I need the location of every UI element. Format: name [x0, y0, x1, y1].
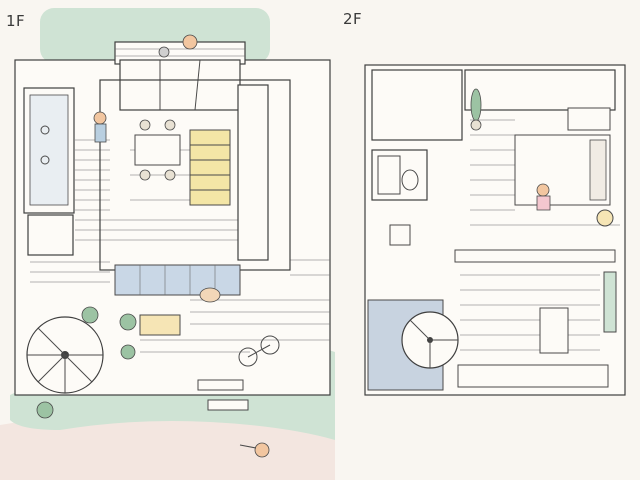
bathtub-icon: [371, 149, 428, 201]
first-floor-plan: [0, 8, 335, 480]
floor-label-2f: 2F: [343, 10, 363, 28]
stair-railing: [454, 249, 616, 263]
low-shelf: [457, 364, 609, 388]
floor-label-1f: 1F: [6, 12, 26, 30]
room-top-center: [464, 69, 616, 111]
front-deck: [114, 41, 246, 65]
bicycle-icon: [238, 335, 280, 367]
side-counter: [237, 84, 269, 261]
floorboards: [460, 119, 620, 351]
low-table: [139, 314, 181, 336]
dining-table-icon: [134, 119, 181, 181]
person-figure-icon: [239, 442, 270, 458]
plant-icon: [470, 88, 482, 131]
person-figure-icon: [93, 111, 107, 143]
floor-lamp: [596, 209, 614, 227]
spiral-staircase-icon: [26, 316, 104, 394]
stepping-stone: [207, 399, 249, 411]
spiral-staircase-icon: [401, 311, 459, 369]
bookshelf-icon: [189, 129, 231, 206]
kitchen-counter: [23, 87, 75, 256]
bed-icon: [514, 134, 611, 206]
entrance-steps: [119, 59, 241, 111]
person-figure-icon: [158, 34, 198, 58]
room-top-left: [371, 69, 463, 141]
toilet-icon: [401, 169, 419, 191]
second-floor-plan: [364, 64, 626, 396]
desk: [539, 307, 569, 354]
tiled-hallway: [114, 264, 241, 296]
dog-icon: [199, 287, 221, 303]
sand-ground: [0, 413, 335, 480]
window: [603, 271, 617, 333]
sofa-icon: [567, 107, 611, 131]
stepping-stone: [197, 379, 244, 391]
washing-machine-icon: [389, 224, 411, 246]
plant-icon: [36, 306, 137, 419]
person-figure-icon: [536, 183, 551, 211]
